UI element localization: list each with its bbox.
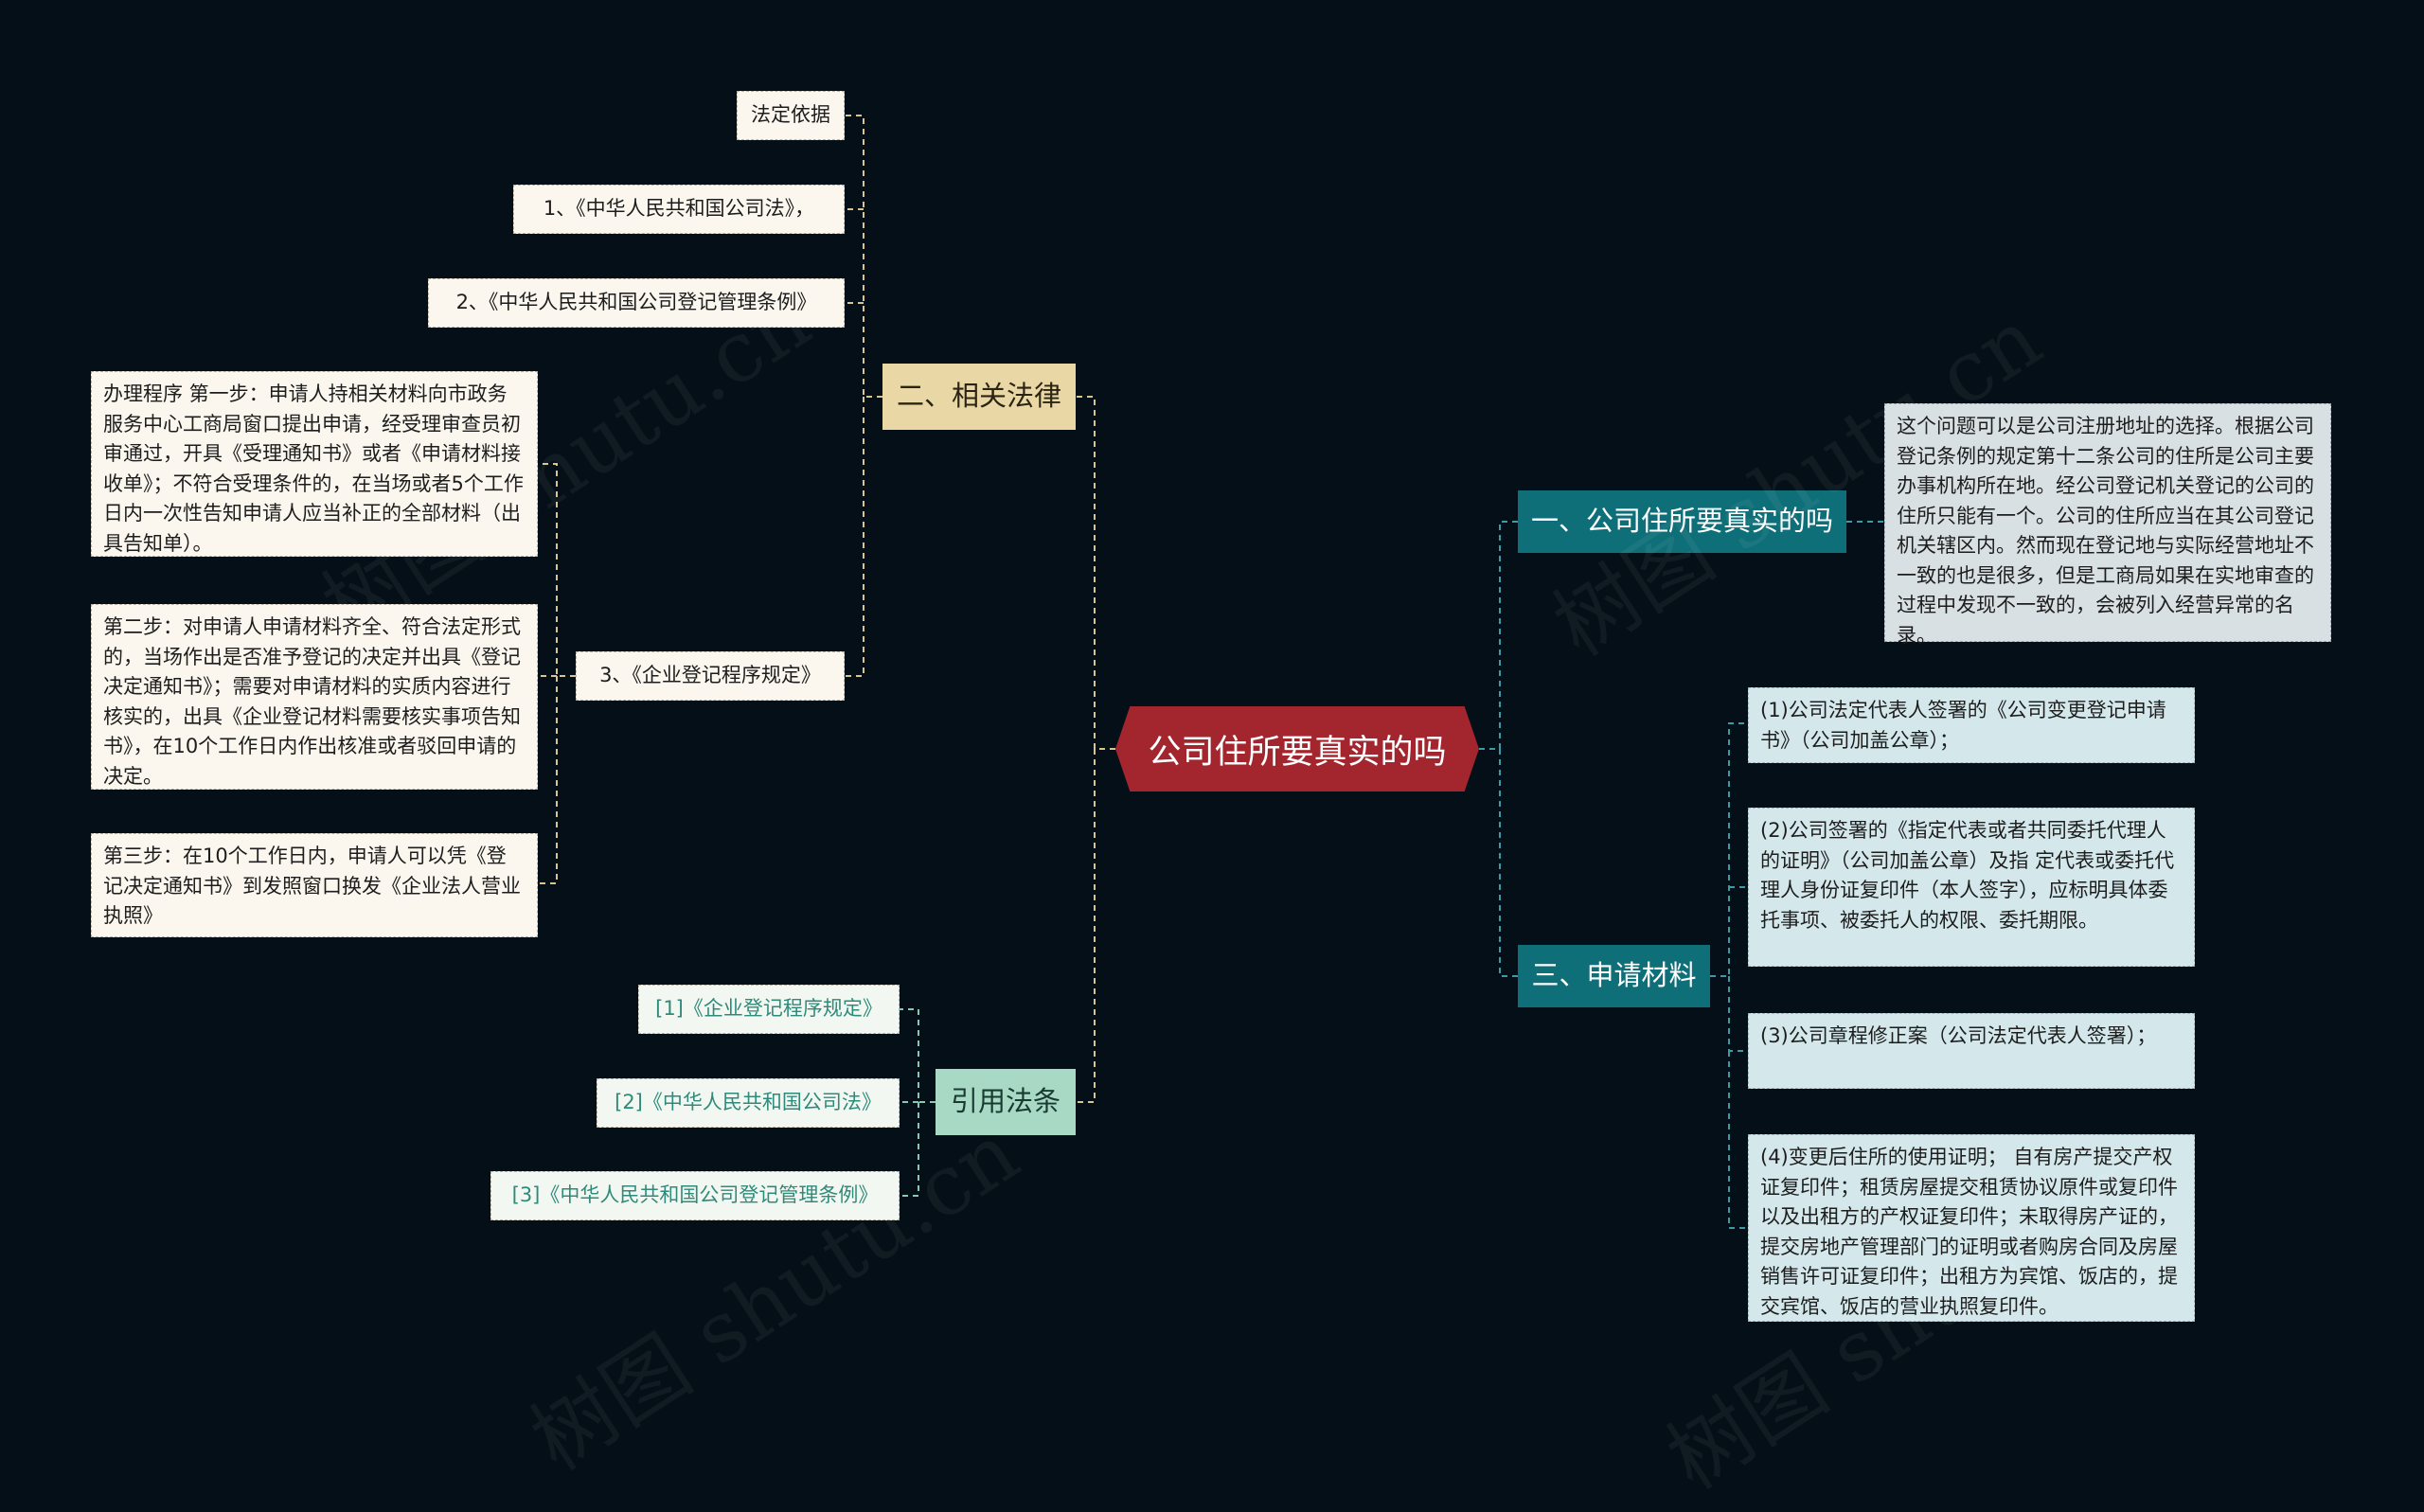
procedure-step-2[interactable]: 第二步：对申请人申请材料齐全、符合法定形式的，当场作出是否准予登记的决定并出具《… — [91, 604, 538, 790]
branch-application-materials[interactable]: 三、申请材料 — [1518, 945, 1710, 1007]
branch-address-question[interactable]: 一、公司住所要真实的吗 — [1518, 490, 1846, 553]
law-item-company-law[interactable]: 1、《中华人民共和国公司法》， — [513, 185, 845, 234]
branch-related-law[interactable]: 二、相关法律 — [882, 364, 1076, 430]
law-item-registration-regulation[interactable]: 2、《中华人民共和国公司登记管理条例》 — [428, 278, 845, 328]
cite-item-2[interactable]: [2]《中华人民共和国公司法》 — [597, 1078, 900, 1128]
material-item-3[interactable]: (3)公司章程修正案（公司法定代表人签署）； — [1748, 1013, 2195, 1089]
connector-lines — [538, 115, 1884, 1229]
branch-cited-articles[interactable]: 引用法条 — [936, 1069, 1076, 1135]
cite-item-1[interactable]: [1]《企业登记程序规定》 — [638, 985, 900, 1034]
address-question-answer[interactable]: 这个问题可以是公司注册地址的选择。根据公司登记条例的规定第十二条公司的住所是公司… — [1884, 403, 2331, 647]
material-item-4[interactable]: (4)变更后住所的使用证明； 自有房产提交产权证复印件；租赁房屋提交租赁协议原件… — [1748, 1134, 2195, 1322]
procedure-step-3[interactable]: 第三步：在10个工作日内，申请人可以凭《登记决定通知书》到发照窗口换发《企业法人… — [91, 833, 538, 937]
procedure-step-1[interactable]: 办理程序 第一步：申请人持相关材料向市政务服务中心工商局窗口提出申请，经受理审查… — [91, 371, 538, 557]
root-topic[interactable]: 公司住所要真实的吗 — [1115, 706, 1479, 792]
cite-item-3[interactable]: [3]《中华人民共和国公司登记管理条例》 — [490, 1171, 900, 1220]
material-item-1[interactable]: (1)公司法定代表人签署的《公司变更登记申请书》（公司加盖公章）； — [1748, 687, 2195, 763]
law-item-legal-basis[interactable]: 法定依据 — [737, 91, 845, 140]
law-item-registration-procedure[interactable]: 3、《企业登记程序规定》 — [576, 651, 845, 701]
material-item-2[interactable]: (2)公司签署的《指定代表或者共同委托代理人的证明》（公司加盖公章）及指 定代表… — [1748, 808, 2195, 967]
